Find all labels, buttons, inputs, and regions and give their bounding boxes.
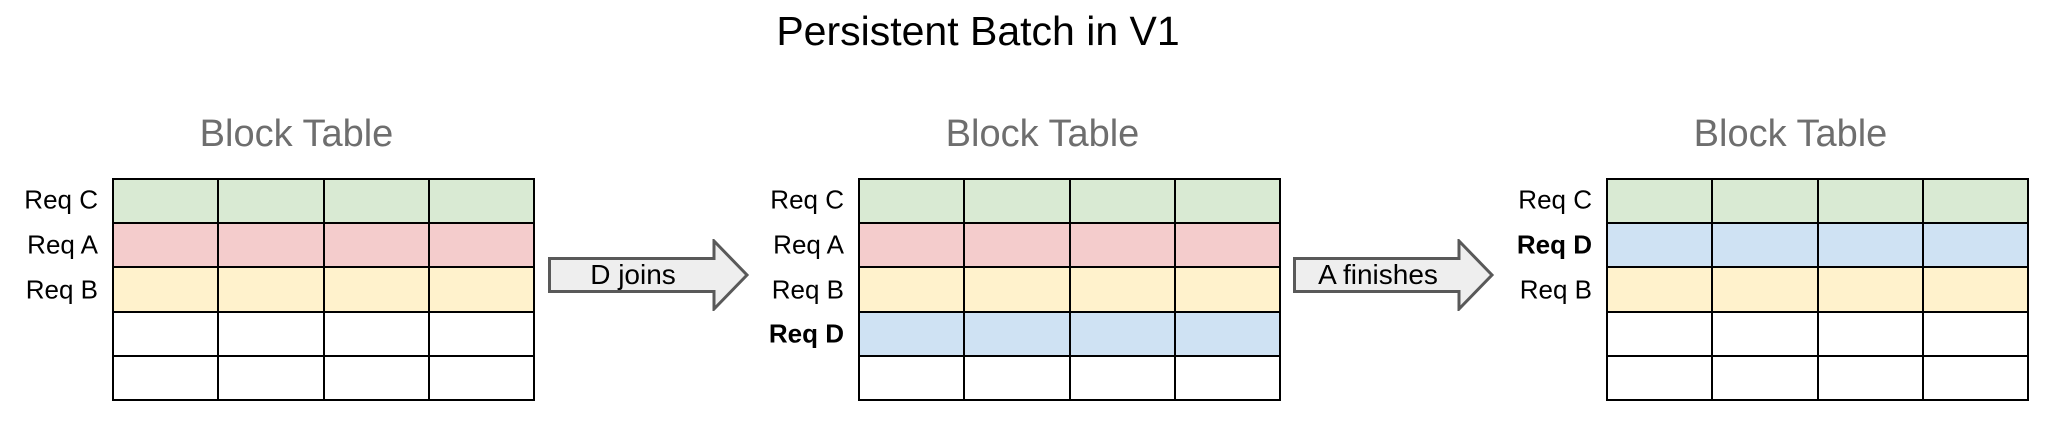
right-arrow-shape xyxy=(548,239,750,311)
block-cell xyxy=(113,311,219,356)
block-cell xyxy=(1817,223,1923,268)
block-cell xyxy=(1174,355,1280,400)
block-cell xyxy=(218,179,324,224)
block-cell xyxy=(218,223,324,268)
block-cell xyxy=(964,355,1070,400)
block-table-2: Block Table Req C Req A Req B Req D xyxy=(769,113,1281,401)
right-arrow-icon xyxy=(548,239,750,311)
block-cell xyxy=(1607,267,1713,312)
row-label: Req C xyxy=(770,184,844,215)
block-cell xyxy=(1712,355,1818,400)
arrow-a-finishes: A finishes xyxy=(1293,239,1495,311)
block-table-3-grid xyxy=(1606,178,2029,401)
block-cell xyxy=(964,311,1070,356)
row-label: Req B xyxy=(25,274,98,304)
block-table-2-heading: Block Table xyxy=(945,113,1140,155)
block-cell xyxy=(1922,179,2028,224)
block-cell xyxy=(859,267,965,312)
block-cell xyxy=(859,355,965,400)
row-label: Req B xyxy=(1519,274,1592,304)
block-cell xyxy=(218,311,324,356)
block-table-1-heading: Block Table xyxy=(199,113,394,155)
block-cell xyxy=(1607,223,1713,268)
row-label: Req A xyxy=(27,229,98,260)
block-cell xyxy=(1607,311,1713,356)
block-table-2-grid xyxy=(858,178,1281,401)
row-label: Req B xyxy=(771,274,844,304)
block-cell xyxy=(428,355,534,400)
block-cell xyxy=(1817,311,1923,356)
block-cell xyxy=(323,355,429,400)
block-cell xyxy=(1922,311,2028,356)
block-cell xyxy=(1069,179,1175,224)
block-cell xyxy=(113,355,219,400)
row-label: Req C xyxy=(1518,184,1592,215)
block-cell xyxy=(218,267,324,312)
arrow-a-finishes-label: A finishes xyxy=(1318,259,1438,290)
row-label: Req D xyxy=(768,318,844,349)
block-cell xyxy=(1712,311,1818,356)
arrow-d-joins-label: D joins xyxy=(590,259,676,290)
block-cell xyxy=(323,311,429,356)
block-cell xyxy=(1817,179,1923,224)
block-cell xyxy=(1922,267,2028,312)
block-cell xyxy=(1607,355,1713,400)
block-cell xyxy=(428,311,534,356)
row-label: Req D xyxy=(1516,229,1592,260)
block-cell xyxy=(113,179,219,224)
block-cell xyxy=(1069,267,1175,312)
block-cell xyxy=(323,223,429,268)
block-cell xyxy=(964,179,1070,224)
block-cell xyxy=(1817,355,1923,400)
block-cell xyxy=(859,311,965,356)
block-cell xyxy=(1069,355,1175,400)
block-cell xyxy=(1712,267,1818,312)
block-cell xyxy=(1069,223,1175,268)
arrow-d-joins: D joins xyxy=(548,239,750,311)
block-table-1-grid xyxy=(112,178,535,401)
block-cell xyxy=(1174,311,1280,356)
page-title: Persistent Batch in V1 xyxy=(776,8,1180,54)
block-table-1: Block Table Req C Req A Req B xyxy=(24,113,535,401)
block-cell xyxy=(428,223,534,268)
row-label: Req C xyxy=(24,184,98,215)
block-cell xyxy=(859,223,965,268)
block-cell xyxy=(964,223,1070,268)
right-arrow-shape xyxy=(1293,239,1495,311)
block-cell xyxy=(1069,311,1175,356)
block-cell xyxy=(1922,223,2028,268)
block-cell xyxy=(428,179,534,224)
block-table-3-heading: Block Table xyxy=(1693,113,1888,155)
block-cell xyxy=(1712,179,1818,224)
block-cell xyxy=(1817,267,1923,312)
block-cell xyxy=(1607,179,1713,224)
block-cell xyxy=(428,267,534,312)
block-cell xyxy=(1174,267,1280,312)
block-cell xyxy=(323,267,429,312)
block-cell xyxy=(218,355,324,400)
block-table-3: Block Table Req C Req D Req B xyxy=(1517,113,2029,401)
block-cell xyxy=(1174,179,1280,224)
block-cell xyxy=(859,179,965,224)
right-arrow-icon xyxy=(1293,239,1495,311)
row-label: Req A xyxy=(773,229,844,260)
block-cell xyxy=(1174,223,1280,268)
block-cell xyxy=(1712,223,1818,268)
block-cell xyxy=(964,267,1070,312)
block-cell xyxy=(113,223,219,268)
block-cell xyxy=(1922,355,2028,400)
block-cell xyxy=(323,179,429,224)
block-cell xyxy=(113,267,219,312)
